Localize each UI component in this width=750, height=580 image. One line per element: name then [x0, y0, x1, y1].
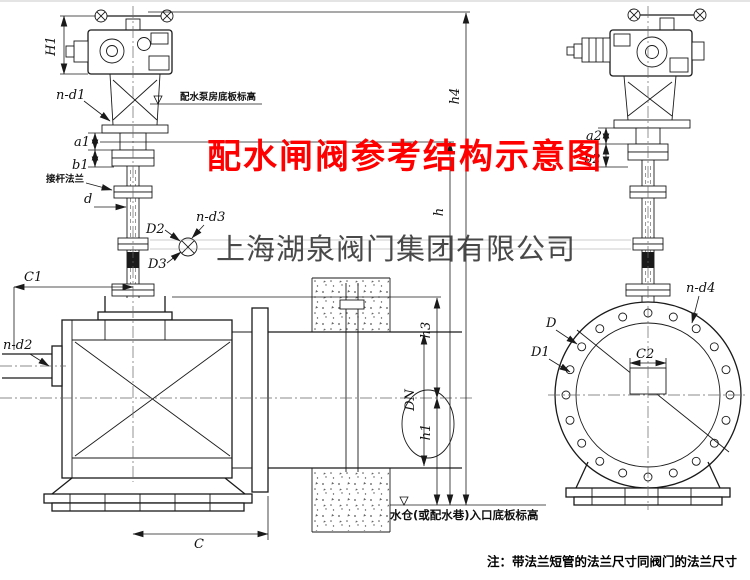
pump-floor-level-label: 配水泵房底板标高 — [180, 91, 257, 103]
dim-label-n-d3: n-d3 — [196, 210, 225, 225]
dim-label-D3: D3 — [147, 257, 167, 272]
dim-label-n-d2: n-d2 — [3, 338, 32, 353]
elevation-annotations: 配水泵房底板标高 接杆法兰 水仓(或配水巷)入口底板标高 — [46, 91, 546, 522]
dim-label-n-d4: n-d4 — [686, 281, 715, 296]
dim-label-h3: h3 — [419, 322, 434, 339]
stem-coupling — [127, 252, 139, 268]
bolt-holes — [561, 308, 735, 482]
centerlines — [0, 6, 748, 510]
dim-label-d: d — [84, 192, 92, 207]
elevation-marker-icon-2 — [399, 496, 409, 506]
pipe-section-ellipse — [401, 389, 455, 459]
stem-coupling-right — [642, 252, 654, 268]
outlet-pipe — [232, 307, 462, 493]
actuator-left — [65, 29, 173, 75]
dim-label-D: D — [545, 316, 557, 331]
dim-label-h: h — [432, 208, 447, 216]
dim-label-b1: b1 — [72, 158, 89, 173]
dim-label-H1: H1 — [44, 36, 59, 57]
company-watermark: 上海湖泉阀门集团有限公司 — [216, 232, 576, 266]
valve-body-left — [61, 296, 233, 479]
support-frame-right — [613, 75, 691, 145]
dimensions-right: a2 b2 n-d4 D D1 C2 — [530, 127, 715, 373]
footnote: 注：带法兰短管的法兰尺寸同阀门的法兰尺寸 — [487, 554, 738, 569]
diagram-title: 配水闸阀参考结构示意图 — [207, 137, 603, 177]
dimensions-left: H1 n-d1 a1 b1 d D2 n-d3 D3 C1 n-d2 C — [3, 15, 269, 552]
dim-label-n-d1: n-d1 — [56, 88, 85, 103]
concrete-wall — [311, 277, 391, 533]
dim-label-C: C — [194, 537, 204, 552]
elevation-marker-icon — [153, 95, 163, 105]
bolt-hole-detail-icon — [178, 237, 198, 257]
handwheel-right-icon — [627, 8, 707, 31]
dim-label-a2: a2 — [586, 129, 602, 144]
dim-label-D2: D2 — [145, 222, 165, 237]
dimensions-middle: h4 h h3 h1 DN — [100, 11, 470, 506]
dim-label-C2: C2 — [636, 347, 654, 362]
base-left — [43, 477, 253, 512]
dim-label-h1: h1 — [419, 424, 434, 441]
dim-label-b2: b2 — [584, 152, 601, 167]
support-frame-left — [101, 73, 169, 151]
dim-label-h4: h4 — [448, 88, 463, 105]
rod-flange-label: 接杆法兰 — [46, 173, 85, 185]
dim-label-a1: a1 — [74, 135, 90, 150]
wall-sleeve-rod — [339, 283, 365, 472]
inlet-floor-level-label: 水仓(或配水巷)入口底板标高 — [390, 508, 539, 522]
dim-label-D1: D1 — [530, 345, 550, 360]
actuator-right — [566, 29, 705, 77]
dim-label-DN: DN — [403, 388, 418, 411]
handwheel-left-icon — [94, 9, 174, 31]
dim-label-C1: C1 — [24, 270, 42, 285]
